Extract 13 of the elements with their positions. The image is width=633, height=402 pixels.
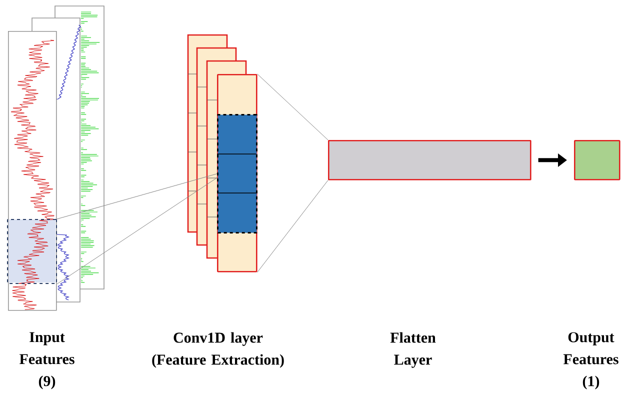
layer-caption: Flatten Layer <box>390 332 436 368</box>
projection-line <box>56 174 218 220</box>
flatten-bar <box>328 140 532 180</box>
selection-window <box>7 219 57 284</box>
projection-line <box>257 180 328 273</box>
projection-line <box>56 178 218 284</box>
output-box <box>574 140 620 180</box>
projection-line <box>257 74 328 140</box>
signal-plots-drawing <box>8 6 104 311</box>
layer-caption: Output Features (1) <box>563 332 618 390</box>
layer-caption: Input Features (9) <box>20 332 74 390</box>
layer-caption: Conv1D layer (Feature Extraction) <box>152 332 284 368</box>
kernel-window <box>216 114 258 234</box>
